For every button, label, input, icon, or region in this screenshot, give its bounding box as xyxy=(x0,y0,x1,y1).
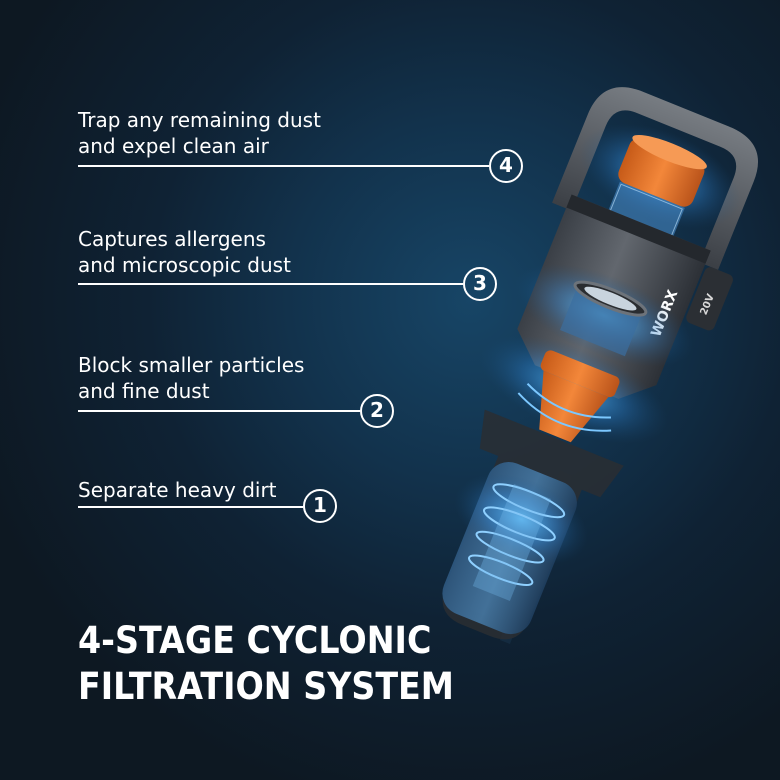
stage-3-badge: 3 xyxy=(463,267,497,301)
stage-2-line-1: Block smaller particles xyxy=(78,353,305,377)
vacuum-handle xyxy=(552,87,758,270)
stage-2-leader-line xyxy=(78,410,360,412)
stage-2-line-2: and fine dust xyxy=(78,379,210,403)
stage-4-line-1: Trap any remaining dust xyxy=(78,108,321,132)
stage-4-leader-line xyxy=(78,165,489,167)
exhaust-filter xyxy=(579,123,741,244)
stage-1-line-1: Separate heavy dirt xyxy=(78,478,277,502)
stage-1-badge: 1 xyxy=(303,489,337,523)
stage-4-description: Trap any remaining dust and expel clean … xyxy=(78,107,321,159)
stage-2-badge: 2 xyxy=(360,394,394,428)
stage-3-description: Captures allergens and microscopic dust xyxy=(78,226,291,278)
headline-line-1: 4-STAGE CYCLONIC xyxy=(78,619,432,662)
stage-1-description: Separate heavy dirt xyxy=(78,477,277,503)
stage-2-description: Block smaller particles and fine dust xyxy=(78,352,304,404)
stage-4-badge: 4 xyxy=(489,149,523,183)
stage-3-leader-line xyxy=(78,283,463,285)
headline: 4-STAGE CYCLONIC FILTRATION SYSTEM xyxy=(78,618,454,710)
cyclone-cone xyxy=(479,335,668,444)
stage-3-line-1: Captures allergens xyxy=(78,227,266,251)
stage-3-line-2: and microscopic dust xyxy=(78,253,291,277)
stage-1-leader-line xyxy=(78,506,303,508)
stage-4-line-2: and expel clean air xyxy=(78,134,269,158)
dust-bin xyxy=(442,409,624,640)
headline-line-2: FILTRATION SYSTEM xyxy=(78,665,454,708)
hepa-filter xyxy=(514,263,694,367)
